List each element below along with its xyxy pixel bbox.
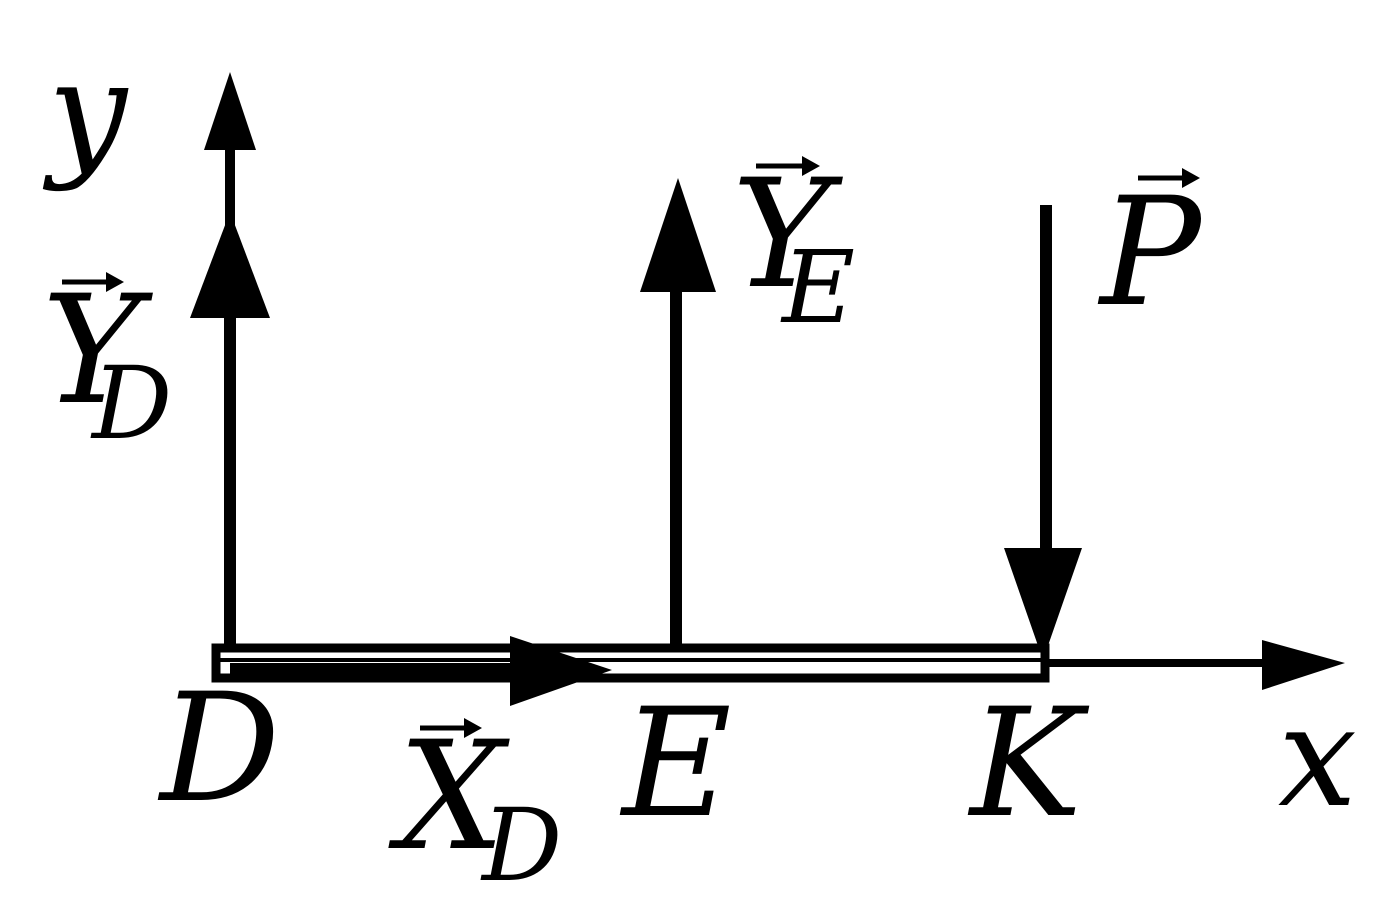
force-p-label: P: [1097, 166, 1204, 340]
force-yd-subscript: D: [90, 345, 172, 462]
x-axis-label: x: [1278, 676, 1357, 839]
force-p-symbol: P: [1097, 166, 1204, 340]
x-axis: [1045, 640, 1345, 690]
force-yd-label: Y D: [42, 264, 172, 462]
force-xd-subscript: D: [480, 787, 562, 904]
y-axis-arrowhead: [204, 72, 256, 150]
force-xd-symbol: X: [388, 710, 510, 884]
vector-arrow-icon: [1138, 168, 1200, 188]
vector-arrow-icon: [62, 272, 124, 292]
force-ye-symbol: Y: [732, 148, 843, 322]
vector-arrow-icon: [420, 718, 482, 738]
force-ye-arrow: [640, 178, 716, 652]
point-label-k: K: [967, 677, 1090, 851]
force-ye-subscript: E: [780, 229, 855, 346]
vector-arrow-icon: [756, 156, 820, 176]
force-xd-arrow: [230, 636, 612, 706]
x-axis-arrowhead: [1262, 640, 1345, 690]
force-yd-arrow: [190, 212, 270, 650]
y-axis-label: y: [42, 31, 129, 194]
point-label-e: E: [619, 677, 732, 851]
force-p-arrow: [1004, 205, 1082, 660]
force-yd-symbol: Y: [42, 264, 153, 438]
point-label-d: D: [157, 662, 280, 836]
force-ye-label: Y E: [732, 148, 855, 346]
force-xd-label: X D: [388, 710, 562, 904]
